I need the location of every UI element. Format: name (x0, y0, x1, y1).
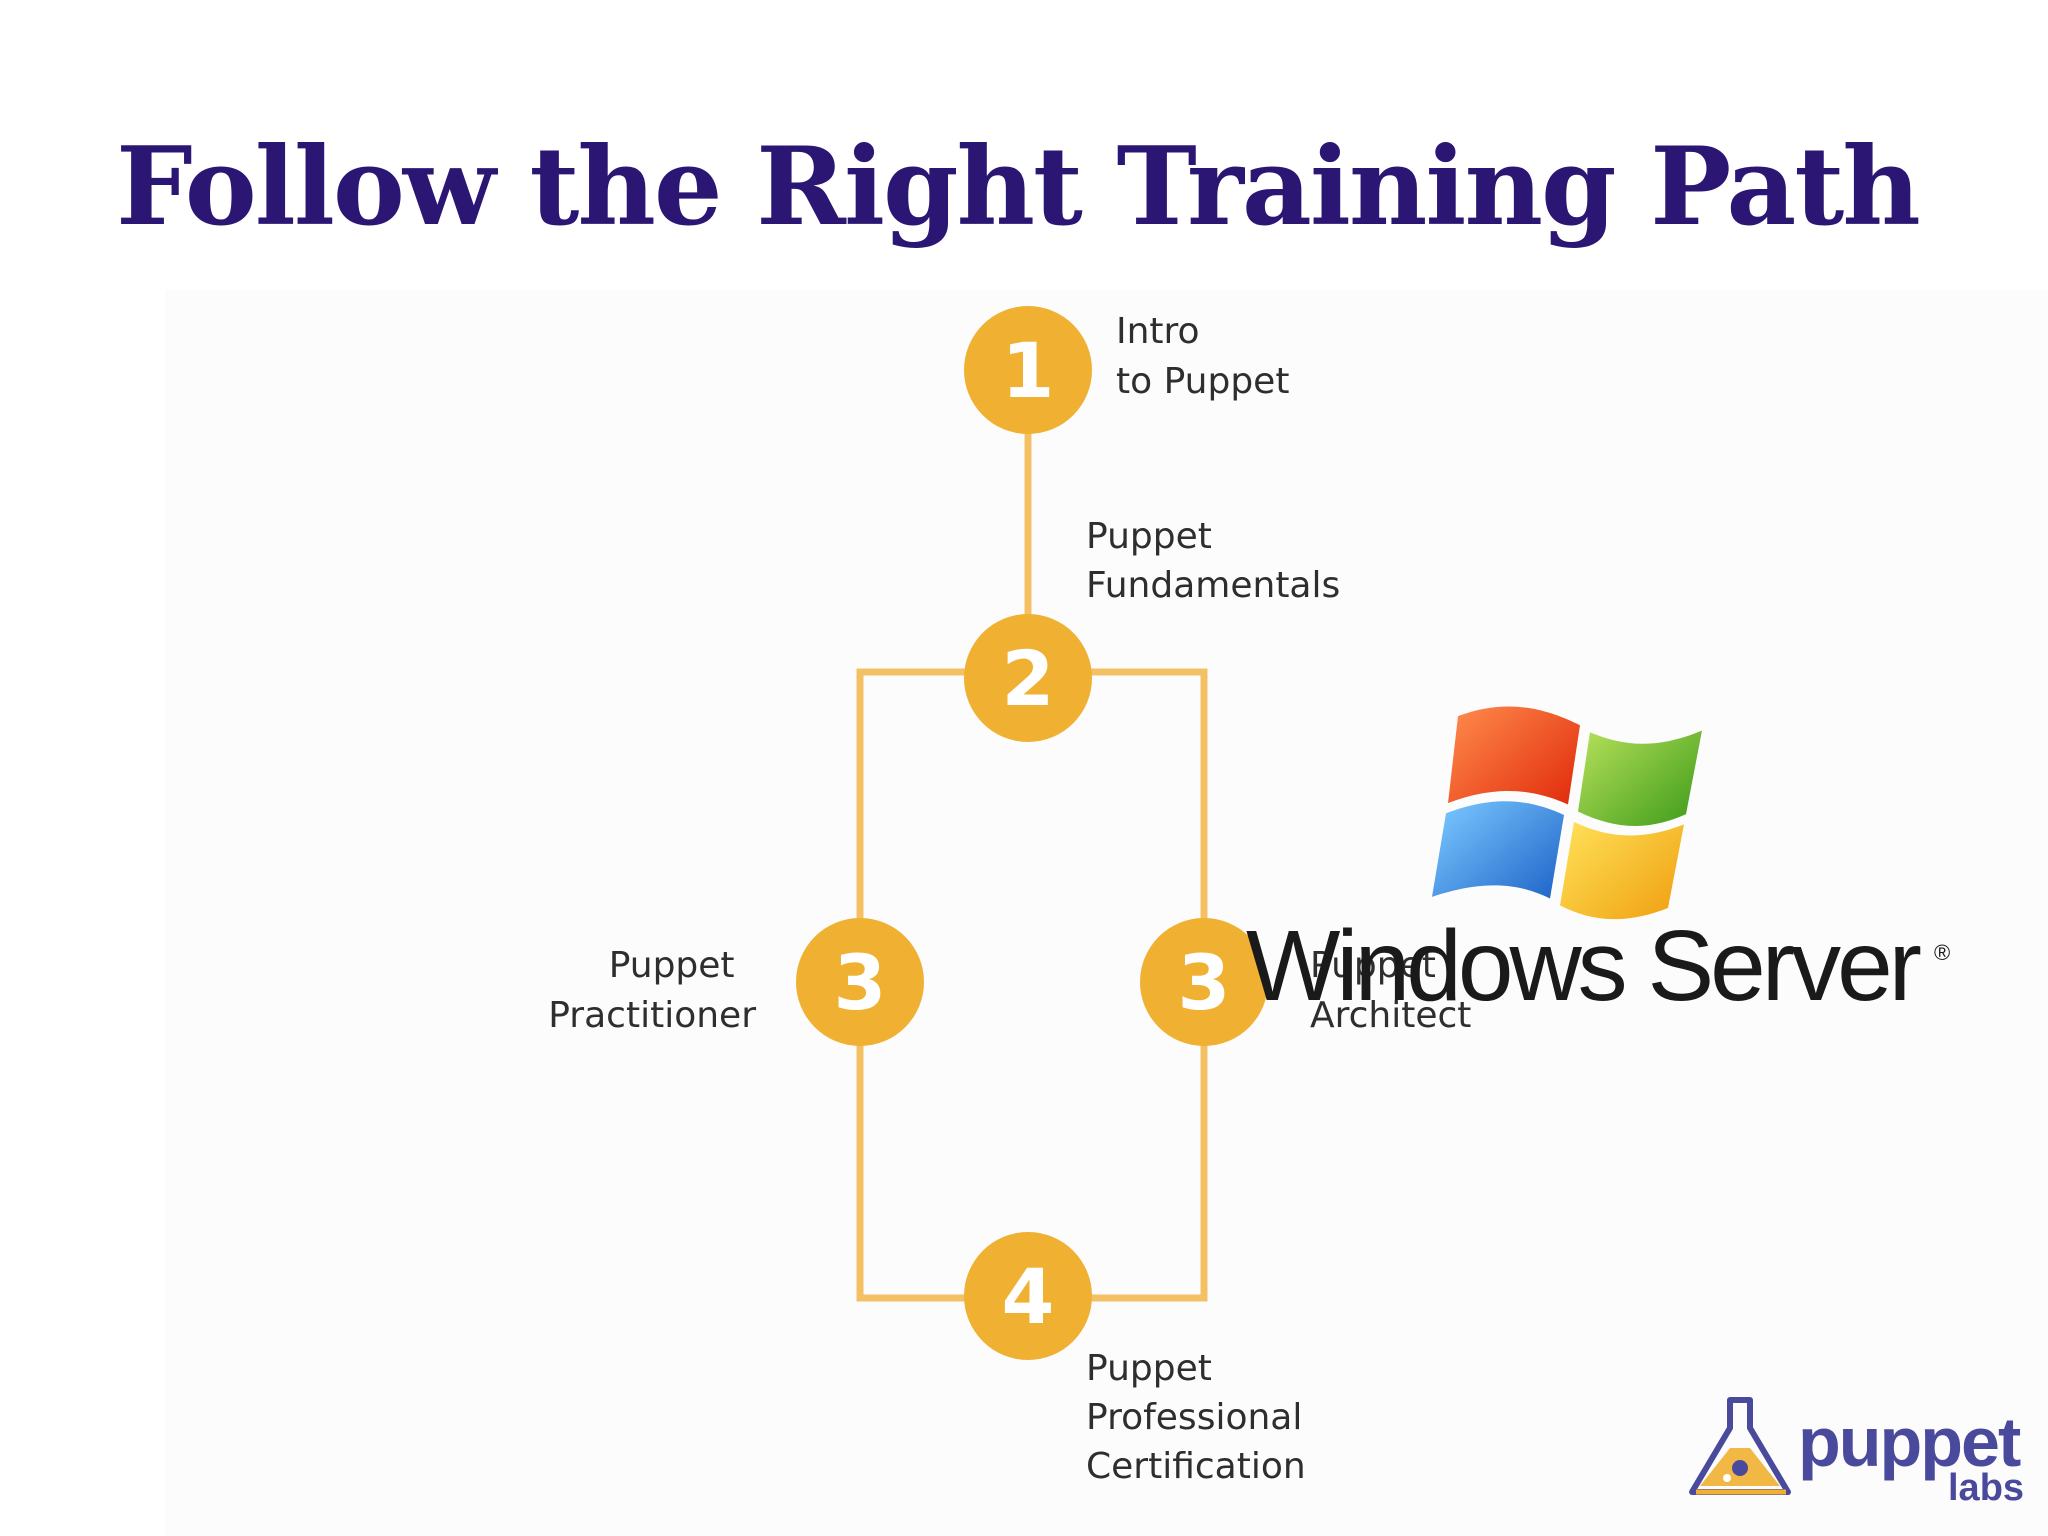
label-line: Professional (1086, 1397, 1302, 1438)
step-number: 4 (1002, 1252, 1055, 1341)
label-line: Puppet (1086, 516, 1212, 557)
label-line: Puppet (609, 945, 735, 986)
path-connectors (856, 370, 1208, 1302)
step-label-certification: Puppet Professional Certification (1086, 1348, 1314, 1487)
step-circle (964, 306, 1092, 434)
step-label-practitioner: Puppet Practitioner (548, 945, 756, 1036)
step-label-architect: Puppet Architect (1310, 945, 1471, 1036)
step-circle (964, 1232, 1092, 1360)
puppet-flask-icon (1689, 1397, 1791, 1495)
step-node-1: 1 (964, 306, 1092, 434)
step-node-2: 2 (964, 614, 1092, 742)
slide-title: Follow the Right Training Path (116, 124, 1921, 250)
step-node-3-practitioner: 3 (796, 918, 924, 1046)
windows-server-wordmark: Windows Server (1246, 910, 1921, 1022)
registered-mark: ® (1934, 940, 1950, 965)
label-line: Puppet (1310, 945, 1436, 986)
diagram-panel (165, 290, 2048, 1536)
step-circle (964, 614, 1092, 742)
puppet-labs-logo: puppet labs (1689, 1397, 2024, 1509)
label-line: to Puppet (1116, 361, 1289, 402)
step-label-intro: Intro to Puppet (1116, 311, 1289, 402)
step-number: 1 (1002, 326, 1055, 415)
puppet-wordmark: puppet (1798, 1403, 2021, 1481)
label-line: Fundamentals (1086, 565, 1340, 606)
step-circle (1140, 918, 1268, 1046)
label-line: Intro (1116, 311, 1200, 352)
labs-wordmark: labs (1948, 1467, 2024, 1509)
step-number: 3 (834, 938, 887, 1027)
step-number: 2 (1002, 634, 1055, 723)
label-line: Puppet (1086, 1348, 1212, 1389)
label-line: Certification (1086, 1446, 1306, 1487)
windows-flag-icon (1432, 706, 1702, 920)
step-node-3-architect: 3 (1140, 918, 1268, 1046)
step-label-fundamentals: Puppet Fundamentals (1086, 516, 1340, 606)
step-node-4: 4 (964, 1232, 1092, 1360)
windows-server-logo: Windows Server ® (1246, 706, 1950, 1022)
label-line: Architect (1310, 995, 1471, 1036)
step-number: 3 (1178, 938, 1231, 1027)
step-circle (796, 918, 924, 1046)
label-line: Practitioner (548, 995, 756, 1036)
